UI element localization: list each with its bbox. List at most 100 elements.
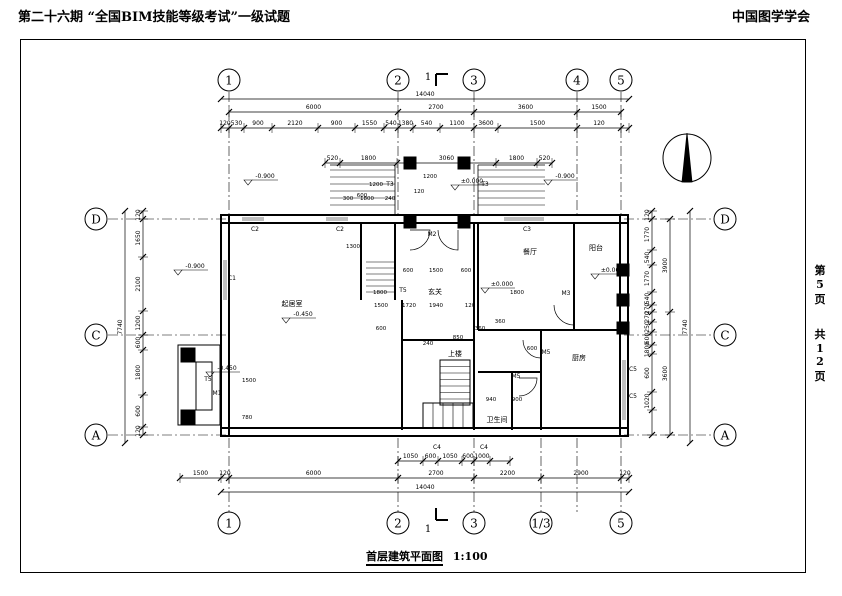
axis-bubble-top-circle [217, 68, 241, 92]
small-dim-text: 1500 [374, 303, 388, 309]
header-title: 第二十六期 “全国BIM技能等级考试”一级试题 [18, 10, 290, 25]
structural-column [616, 263, 630, 277]
dim-bottom-outer-text: 120 [219, 470, 231, 477]
structural-column [457, 156, 471, 170]
entrance-steps [195, 361, 213, 411]
window-tag: C5 [629, 366, 637, 373]
axis-bubble-top: 1 [225, 74, 233, 88]
level-text: ±0.000 [461, 178, 483, 185]
dim-tick [648, 301, 656, 309]
small-dim-text: 360 [475, 326, 486, 332]
dim-top-inner-text: 530 [231, 120, 243, 127]
small-dim-text: 600 [403, 268, 414, 274]
dim-tick [394, 457, 402, 465]
drawing-scale: 1:100 [452, 550, 488, 563]
axis-bubble-bottom-circle [529, 511, 553, 535]
dim-right-inner-text: 540 [644, 252, 651, 264]
dim-tick [648, 308, 656, 316]
dim-right-inner-text: 540 [644, 293, 651, 305]
room-label-bath: 卫生间 [487, 415, 508, 424]
interior-stair [439, 359, 471, 406]
small-dim-text: 1800 [510, 290, 524, 296]
dim-left-inner-text: 600 [135, 405, 142, 417]
structural-column [403, 215, 417, 229]
dim-tick [537, 474, 545, 482]
room-label-terrace: 阳台 [589, 243, 603, 252]
dim-tick [394, 108, 402, 116]
dim-bottom-inner-text: 1050 [442, 453, 457, 460]
level-text: -0.450 [293, 311, 313, 318]
level-text: -0.900 [185, 263, 205, 270]
dim-tick [648, 288, 656, 296]
dim-tick [648, 318, 656, 326]
dim-top-total-text: 14040 [415, 91, 434, 98]
small-dim-text: 300 [343, 196, 354, 202]
dim-tick [225, 108, 233, 116]
dim-tick [121, 439, 129, 447]
small-dim-text: 1800 [373, 290, 387, 296]
dim-tick [573, 108, 581, 116]
axis-bubble-left: C [91, 329, 100, 343]
axis-bubble-bottom-circle [386, 511, 410, 535]
small-dim-text: 780 [242, 415, 253, 421]
dim-top-inner-text: 540 [385, 120, 397, 127]
axis-bubble-top: 5 [617, 74, 625, 88]
window-tag: C2 [336, 226, 344, 233]
dim-bottom-outer-text: 2700 [428, 470, 443, 477]
dim-tick [139, 253, 147, 261]
axis-bubble-left-circle [84, 323, 108, 347]
dim-tick [139, 391, 147, 399]
dim-tick [321, 159, 329, 167]
small-dim-text: 600 [527, 346, 538, 352]
dim-tick [648, 261, 656, 269]
porch-column [180, 347, 196, 363]
axis-bubble-top: 3 [470, 74, 478, 88]
axis-bubble-top-circle [462, 68, 486, 92]
dim-tick [617, 474, 625, 482]
axis-bubble-bottom: 1/3 [531, 517, 550, 531]
dim-tick [436, 124, 444, 132]
dim-top-inner-text: 540 [421, 120, 433, 127]
dim-tick [380, 124, 388, 132]
dim-tick [486, 457, 494, 465]
dim-left-inner-text: 1200 [135, 315, 142, 330]
dim-bottom-outer-text: 1500 [193, 470, 208, 477]
dim-tick [666, 308, 674, 316]
dim-tick [139, 307, 147, 315]
structural-column [616, 321, 630, 335]
door-swing [409, 229, 431, 251]
dim-tick [217, 95, 225, 103]
axis-bubble-right-circle [713, 207, 737, 231]
small-dim-text: 120 [465, 303, 476, 309]
structural-column [616, 293, 630, 307]
small-dim-text: 1500 [429, 268, 443, 274]
level-marker [281, 317, 291, 324]
dim-tick [314, 124, 322, 132]
axis-bubble-right-circle [713, 323, 737, 347]
dim-tick [625, 488, 633, 496]
window-tag: C3 [523, 226, 531, 233]
dim-right-inner-text: 600 [644, 367, 651, 379]
dim-tick [139, 331, 147, 339]
dim-right-outer-text: 3900 [662, 258, 669, 273]
dim-tick [648, 207, 656, 215]
dim-tick [648, 350, 656, 358]
level-marker [543, 179, 553, 186]
small-dim-text: 1500 [242, 378, 256, 384]
axis-bubble-top-circle [609, 68, 633, 92]
level-text: -0.900 [255, 173, 275, 180]
dim-top-inner-text: 2120 [287, 120, 302, 127]
level-marker [243, 179, 253, 186]
room-label-living: 起居室 [282, 299, 303, 308]
dim-tick [648, 328, 656, 336]
dim-top-inner-text: 1380 [398, 120, 413, 127]
dim-top-inner-text: 900 [252, 120, 264, 127]
small-dim-text: 1720 [402, 303, 416, 309]
dim-tick [394, 124, 402, 132]
dim-bottom-total-text: 14040 [415, 484, 434, 491]
dim-top-inner-text: 3600 [478, 120, 493, 127]
dim-left-inner-text: 600 [135, 337, 142, 349]
window-tag: C4 [480, 444, 488, 451]
dim-tick [573, 124, 581, 132]
dim-tick [217, 488, 225, 496]
